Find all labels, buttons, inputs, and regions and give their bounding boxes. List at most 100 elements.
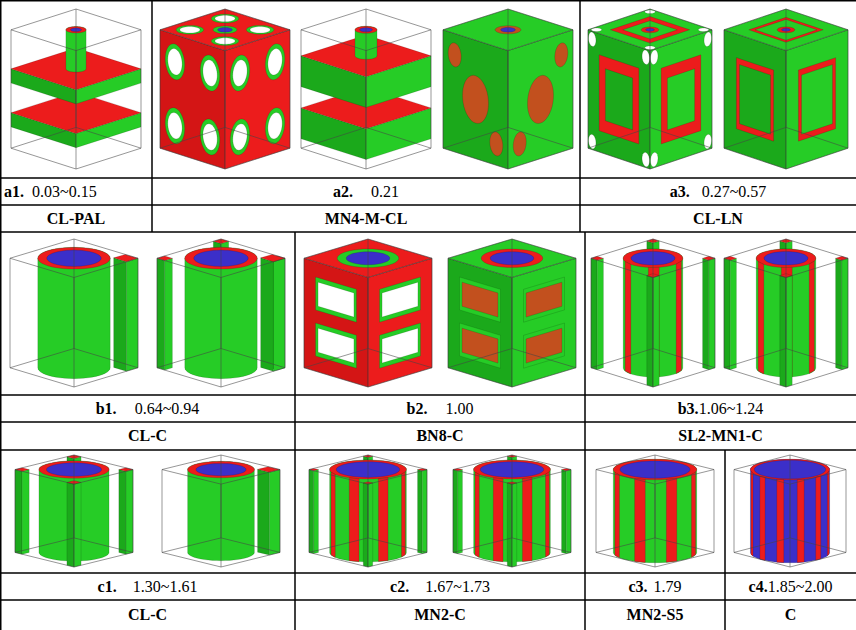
unit-cell xyxy=(734,455,846,567)
cube-edge xyxy=(508,148,573,169)
unit-cell xyxy=(588,9,712,169)
cell-surface xyxy=(512,483,517,567)
cube-edge xyxy=(512,277,513,387)
topology-name: C xyxy=(785,606,797,624)
topology-name: MN2-S5 xyxy=(627,606,684,624)
cube-edge xyxy=(508,9,573,30)
cell-surface xyxy=(380,277,421,322)
cube-edge xyxy=(290,30,291,148)
cube-edge xyxy=(724,127,786,148)
cube-edge xyxy=(11,30,12,148)
cube-edge xyxy=(280,470,281,553)
grid-line xyxy=(0,204,856,206)
grid-line xyxy=(151,0,153,232)
topology-name: SL2-MN1-C xyxy=(678,427,762,445)
cube-edge xyxy=(221,470,280,485)
cell-surface xyxy=(647,276,653,387)
cube-edge xyxy=(443,30,444,148)
cell-surface xyxy=(507,483,512,567)
cell-surface xyxy=(268,113,282,139)
cell-surface xyxy=(157,258,165,370)
cell-surface xyxy=(126,470,133,555)
table-cell: CL-C xyxy=(0,422,295,450)
cell-surface xyxy=(458,470,463,554)
cell-surface xyxy=(349,478,359,562)
cell-surface xyxy=(642,152,649,166)
cell-surface xyxy=(368,483,373,567)
cube-edge xyxy=(162,455,221,470)
cell-surface xyxy=(15,470,22,555)
unit-cell xyxy=(160,9,290,169)
cube-edge xyxy=(653,368,715,387)
case-label: b2. xyxy=(407,400,428,418)
unit-cell xyxy=(304,239,432,387)
cube-edge xyxy=(591,258,653,277)
cell-surface xyxy=(653,276,659,387)
cube-edge xyxy=(588,9,650,30)
unit-cell xyxy=(15,455,133,567)
cube-edge xyxy=(848,258,849,368)
cell-surface xyxy=(522,478,532,562)
cube-edge xyxy=(368,258,432,277)
table-cell: b3.1.06~1.24 xyxy=(585,395,856,422)
cell-surface xyxy=(382,282,418,317)
cube-edge xyxy=(141,30,142,148)
cube-edge xyxy=(512,258,576,277)
cube-edge xyxy=(221,538,280,553)
cube-edge xyxy=(368,484,369,567)
cube-edge xyxy=(596,470,597,553)
cell-surface xyxy=(316,323,357,368)
range-value: 0.27~0.57 xyxy=(702,183,767,201)
cell-surface xyxy=(460,323,501,368)
table-cell: a1.0.03~0.15 xyxy=(0,178,152,205)
cell-surface xyxy=(724,30,786,169)
table-cell: c3.1.79 xyxy=(585,573,725,600)
cube-edge xyxy=(650,30,712,51)
cell-surface xyxy=(233,124,247,150)
cell-surface xyxy=(119,468,133,471)
range-value: 1.06~1.24 xyxy=(699,400,764,418)
cell-surface xyxy=(74,482,81,567)
cube-edge xyxy=(74,239,138,258)
cube-edge xyxy=(157,368,221,387)
cell-surface xyxy=(842,258,848,369)
cube-edge xyxy=(11,9,76,30)
cube-edge xyxy=(10,368,74,387)
cube-edge xyxy=(650,148,712,169)
cell-surface xyxy=(650,50,657,64)
cube-edge xyxy=(443,127,508,148)
cell-surface xyxy=(836,258,842,369)
cube-edge xyxy=(15,538,74,553)
cube-edge xyxy=(576,258,577,368)
cube-edge xyxy=(10,258,74,277)
cube-edge xyxy=(366,127,431,148)
cube-edge xyxy=(76,9,141,30)
cell-surface xyxy=(463,75,489,123)
cube-edge xyxy=(508,127,573,148)
cell-surface xyxy=(691,472,695,558)
cube-edge xyxy=(573,30,574,148)
cube-edge xyxy=(512,368,576,387)
cell-surface xyxy=(526,282,562,317)
cell-surface xyxy=(524,277,565,322)
unit-cell xyxy=(591,239,715,387)
cube-edge xyxy=(448,349,512,368)
grid-line xyxy=(0,0,2,630)
cube-edge xyxy=(74,484,75,567)
cube-edge xyxy=(225,30,290,51)
cell-surface xyxy=(176,25,204,34)
cube-edge xyxy=(443,30,508,51)
cube-edge xyxy=(76,127,141,148)
cube-edge xyxy=(74,470,133,485)
cell-surface xyxy=(751,471,753,556)
table-cell: c4.1.85~2.00 xyxy=(725,573,856,600)
cube-edge xyxy=(138,258,139,368)
cube-edge xyxy=(160,30,225,51)
table-cell: MN2-S5 xyxy=(585,600,725,630)
cube-edge xyxy=(309,470,310,553)
table-cell: a3.0.27~0.57 xyxy=(580,178,856,205)
cube-edge xyxy=(366,9,431,30)
cube-edge xyxy=(453,470,454,553)
cube-edge xyxy=(443,148,508,169)
